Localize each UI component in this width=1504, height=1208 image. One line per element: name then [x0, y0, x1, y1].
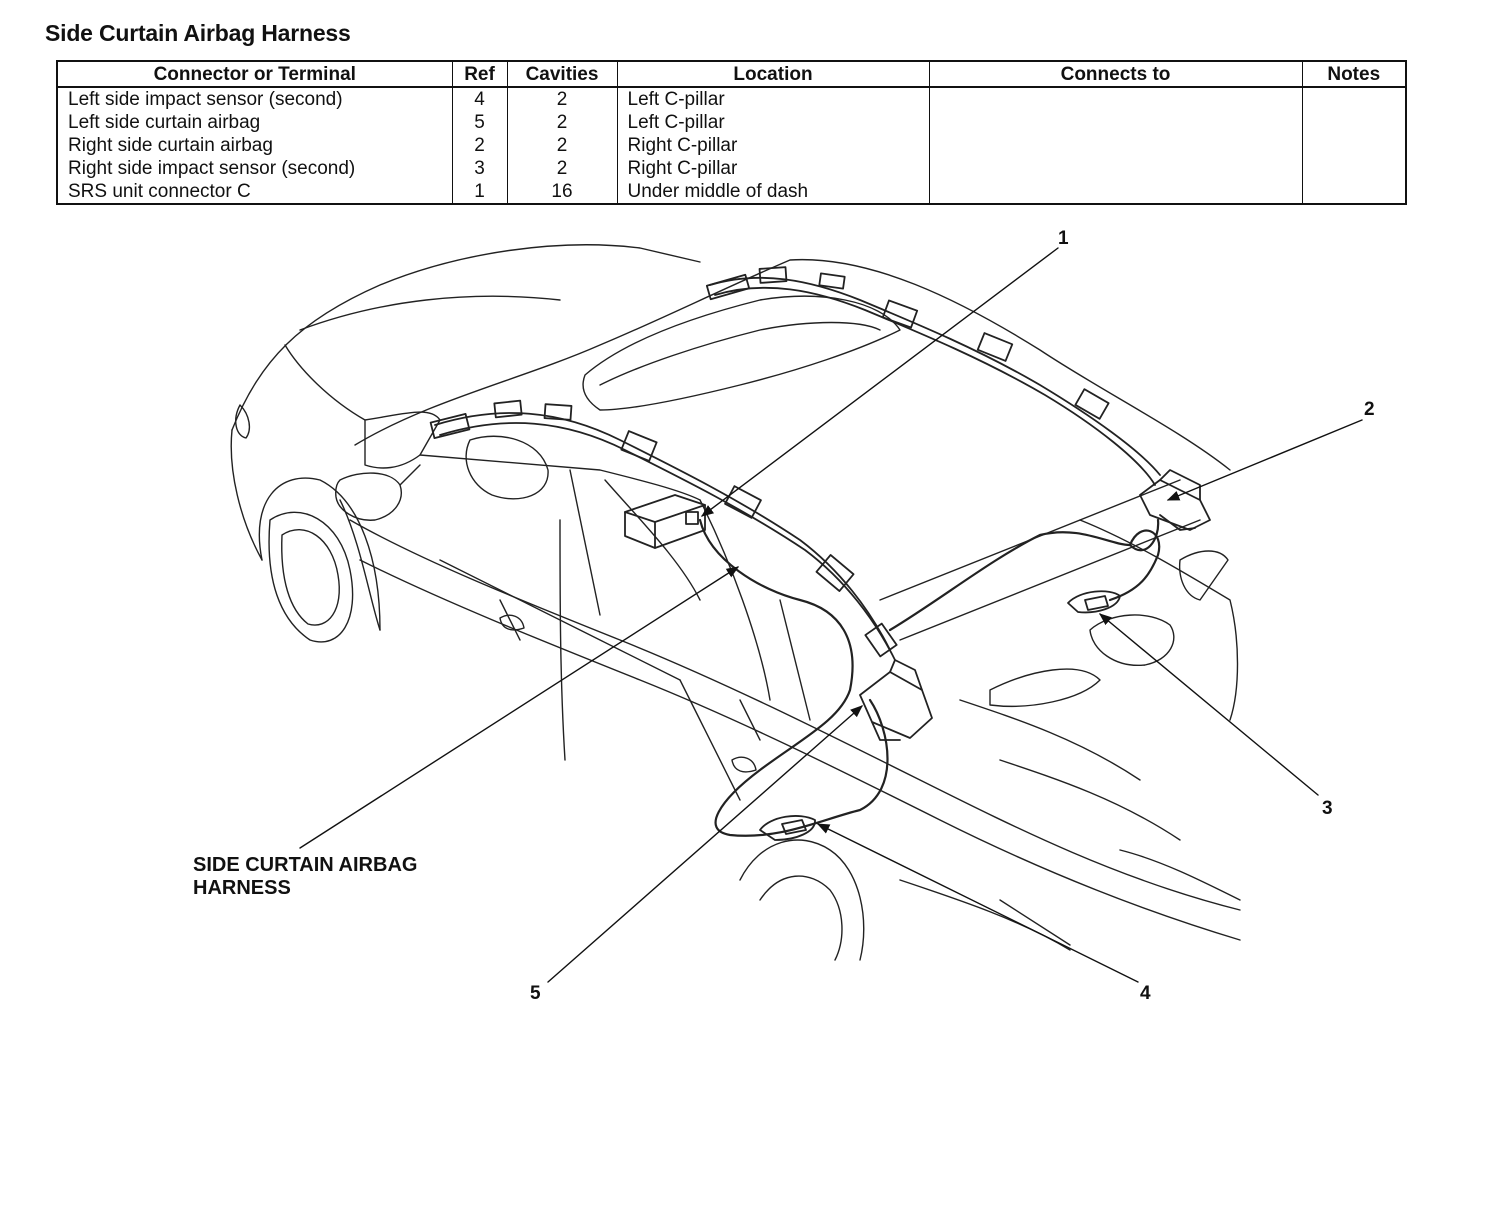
connector-table: Connector or Terminal Ref Cavities Locat… [56, 60, 1407, 205]
col-header-location: Location [616, 61, 929, 88]
cell-connects-to [928, 157, 1302, 180]
callout-4: 4 [1140, 983, 1151, 1004]
cell-connects-to [928, 134, 1302, 157]
cell-connects-to [928, 180, 1302, 204]
cell-ref: 1 [451, 180, 507, 204]
cell-connects-to [928, 111, 1302, 134]
cell-notes [1301, 180, 1406, 204]
car-body-outline [230, 244, 1241, 961]
cell-ref: 3 [451, 157, 507, 180]
left-impact-sensor [759, 815, 816, 841]
cell-ref: 5 [451, 111, 507, 134]
col-header-connects-to: Connects to [928, 61, 1302, 88]
cell-notes [1301, 134, 1406, 157]
callout-2: 2 [1364, 399, 1375, 420]
harness-label-line2: HARNESS [193, 877, 291, 899]
cell-notes [1301, 87, 1406, 111]
cell-cavities: 16 [506, 180, 617, 204]
cell-connector: Right side impact sensor (second) [68, 158, 356, 179]
table-row: Left side curtain airbag 5 2 Left C-pill… [57, 111, 1406, 134]
col-header-connector: Connector or Terminal [57, 61, 452, 88]
table-row: Left side impact sensor (second) 4 2 Lef… [57, 87, 1406, 111]
left-curtain-airbag [429, 399, 898, 661]
cell-location: Under middle of dash [616, 180, 929, 204]
cell-cavities: 2 [506, 134, 617, 157]
cell-ref: 4 [451, 87, 507, 111]
harness-label-line1: SIDE CURTAIN AIRBAG [193, 854, 418, 876]
right-airbag-connector [1139, 469, 1211, 531]
srs-unit [624, 494, 706, 549]
table-row: Right side curtain airbag 2 2 Right C-pi… [57, 134, 1406, 157]
cell-connector: Left side curtain airbag [68, 112, 261, 133]
cell-connector: Left side impact sensor (second) [68, 89, 343, 110]
cell-connects-to [928, 87, 1302, 111]
cell-connector: SRS unit connector C [68, 181, 251, 202]
cell-notes [1301, 157, 1406, 180]
table-row: Right side impact sensor (second) 3 2 Ri… [57, 157, 1406, 180]
page-title: Side Curtain Airbag Harness [45, 20, 351, 46]
cell-notes [1301, 111, 1406, 134]
right-curtain-airbag [705, 266, 1161, 486]
cell-connector: Right side curtain airbag [68, 135, 273, 156]
right-impact-sensor [1067, 590, 1121, 614]
cell-location: Right C-pillar [616, 157, 929, 180]
col-header-ref: Ref [451, 61, 507, 88]
callout-1: 1 [1058, 228, 1069, 249]
harness-wire [698, 518, 1161, 837]
cell-location: Right C-pillar [616, 134, 929, 157]
col-header-notes: Notes [1301, 61, 1406, 88]
cell-location: Left C-pillar [616, 111, 929, 134]
table-row: SRS unit connector C 1 16 Under middle o… [57, 180, 1406, 204]
cell-cavities: 2 [506, 157, 617, 180]
left-airbag-connector [859, 659, 933, 741]
callout-leaders [299, 247, 1363, 983]
cell-ref: 2 [451, 134, 507, 157]
cell-cavities: 2 [506, 111, 617, 134]
callout-3: 3 [1322, 798, 1333, 819]
cell-cavities: 2 [506, 87, 617, 111]
callout-5: 5 [530, 983, 541, 1004]
harness-label: SIDE CURTAIN AIRBAG HARNESS [193, 854, 417, 900]
col-header-cavities: Cavities [506, 61, 617, 88]
table-header-row: Connector or Terminal Ref Cavities Locat… [57, 61, 1406, 88]
cell-location: Left C-pillar [616, 87, 929, 111]
